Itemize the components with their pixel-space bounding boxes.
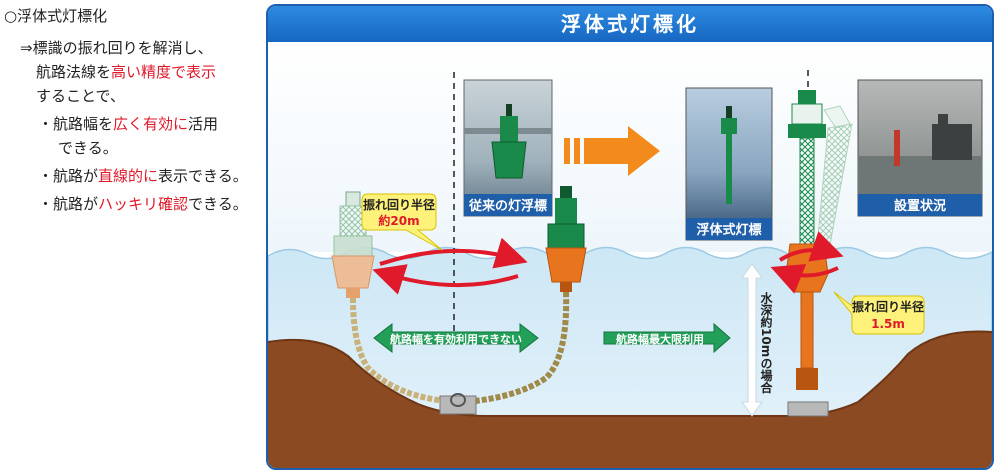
left-line-2-text: 航路法線を <box>36 63 112 81</box>
bullet-3-text: ・航路が <box>38 195 99 213</box>
left-line-2-highlight: 高い精度で表示 <box>111 63 217 81</box>
photo-new-caption-bg <box>686 218 772 240</box>
old-chain-ghost <box>350 297 457 405</box>
seabed-outline <box>268 330 992 417</box>
photo-old-caption: 従来の灯浮標 <box>468 198 547 214</box>
sinker-ring <box>450 393 466 407</box>
bullet-1-text: ・航路幅を <box>38 115 114 133</box>
callout-new-radius: 振れ回り半径 1.5m <box>833 291 925 335</box>
photo-new-beacon <box>685 87 773 241</box>
bullet-1-highlight: 広く有効に <box>113 115 189 133</box>
arrow-channel-max: 航路幅最大限利用 <box>603 322 731 354</box>
photo-old-buoy <box>463 79 553 217</box>
seabed <box>268 331 992 468</box>
callout-new-line1: 振れ回り半径 <box>852 299 924 314</box>
old-buoy <box>545 186 587 292</box>
bullet-2-highlight: 直線的に <box>98 167 159 185</box>
bullet-2: ・航路が直線的に表示できる。 <box>38 166 248 186</box>
left-line-3: することで、 <box>36 87 125 105</box>
callout-new-line2: 1.5m <box>871 317 905 331</box>
photo-old-caption-bg <box>464 194 552 216</box>
bullet-1: ・航路幅を広く有効に活用 <box>38 114 218 134</box>
photo-install-caption: 設置状況 <box>894 198 946 214</box>
callout-old-line2: 約20m <box>378 213 419 228</box>
bullet-3-text-post: できる。 <box>188 195 248 213</box>
bullet-1-line-2: できる。 <box>58 139 118 157</box>
diagram-panel: 振れ回り半径 約20m 航路幅を有効利用できない 航路幅最大限利用 従来の灯浮標 <box>266 4 994 470</box>
photo-new-caption: 浮体式灯標 <box>696 222 761 238</box>
swing-arrow-new <box>770 231 844 294</box>
bullet-2-text-post: 表示できる。 <box>158 167 248 185</box>
arrow-channel-unused: 航路幅を有効利用できない <box>373 322 539 354</box>
arrow-channel-unused-label: 航路幅を有効利用できない <box>390 332 522 346</box>
transition-arrow <box>564 126 660 176</box>
left-line-2: 航路法線を高い精度で表示 <box>36 62 216 82</box>
left-text-column: ○浮体式灯標化 ⇒標識の振れ回りを解消し、 航路法線を高い精度で表示 することで… <box>0 0 265 476</box>
photo-install-caption-bg <box>858 194 982 216</box>
panel-title: 浮体式灯標化 <box>268 6 992 42</box>
arrow-channel-max-label: 航路幅最大限利用 <box>616 332 704 346</box>
left-line-1: ⇒標識の振れ回りを解消し、 <box>20 39 213 57</box>
bullet-2-text: ・航路が <box>38 167 99 185</box>
swing-arrow-old <box>372 237 528 295</box>
depth-arrow <box>741 263 763 417</box>
diagram-scene: 振れ回り半径 約20m 航路幅を有効利用できない 航路幅最大限利用 従来の灯浮標 <box>268 42 992 468</box>
callout-old-radius: 振れ回り半径 約20m <box>361 193 443 251</box>
old-buoy-ghost <box>331 191 375 298</box>
old-chain <box>463 291 570 405</box>
bullet-3-highlight: ハッキリ確認 <box>98 195 189 213</box>
depth-label: 水深約10mの場合 <box>759 291 773 394</box>
bullet-1-text-post: 活用 <box>188 115 219 133</box>
bullet-3: ・航路がハッキリ確認できる。 <box>38 194 248 214</box>
left-heading: ○浮体式灯標化 <box>4 7 108 25</box>
callout-old-line1: 振れ回り半径 <box>363 197 435 212</box>
